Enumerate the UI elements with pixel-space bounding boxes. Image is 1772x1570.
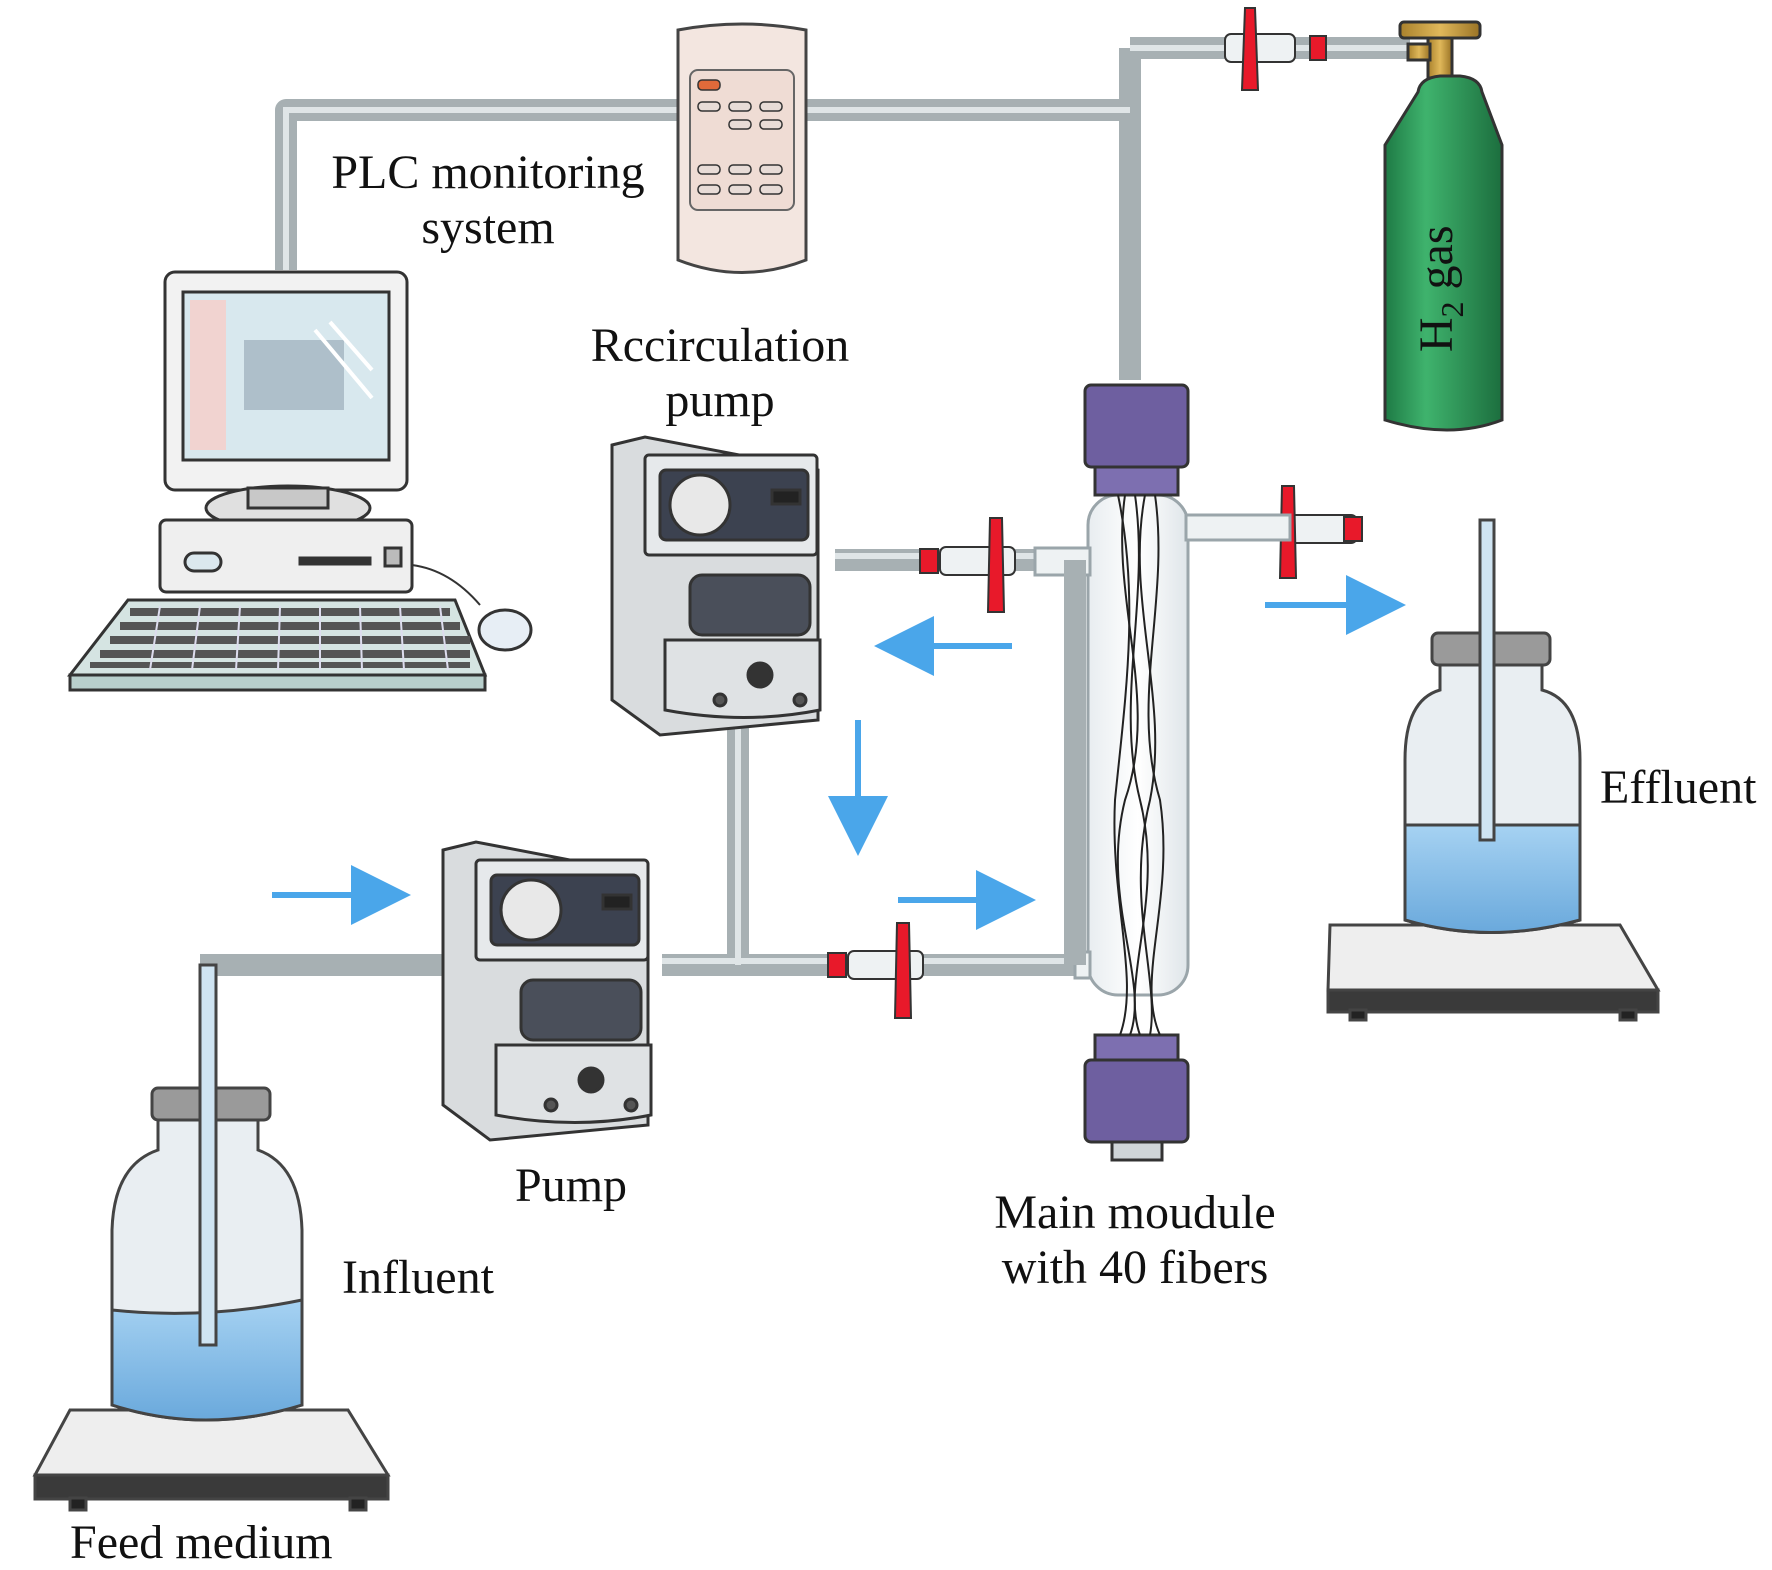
- module-label-line2: with 40 fibers: [1001, 1241, 1269, 1295]
- h2-gas-label: H2 gas: [1410, 225, 1470, 353]
- valves: [827, 7, 1363, 1019]
- recirculation-label-line2: pump: [665, 374, 775, 428]
- plc-label-line1: PLC monitoring: [331, 146, 645, 199]
- recirculation-pump-label: Rccirculation pump: [560, 318, 880, 428]
- main-module-label: Main moudule with 40 fibers: [960, 1185, 1310, 1295]
- effluent-bottle: [1326, 518, 1661, 1022]
- recirculation-pump: [610, 435, 822, 737]
- module-label-line1: Main moudule: [994, 1186, 1276, 1239]
- plc-label-line2: system: [421, 201, 555, 255]
- influent-label: Influent: [342, 1251, 494, 1304]
- keyboard-keys: [90, 608, 470, 668]
- effluent-label: Effluent: [1600, 761, 1757, 814]
- feed-medium-label: Feed medium: [70, 1516, 333, 1569]
- hydrogen-cylinder: [1383, 20, 1504, 432]
- fiber-bundle: [1113, 494, 1165, 1036]
- flow-arrows: [272, 575, 1406, 930]
- pump-label: Pump: [515, 1159, 628, 1212]
- feed-medium-bottle: [32, 963, 391, 1512]
- recirculation-label-line1: Rccirculation: [590, 319, 850, 372]
- plc-label: PLC monitoring system: [318, 145, 658, 255]
- main-module: [1033, 383, 1292, 1162]
- feed-pump: [441, 840, 653, 1142]
- plc-controller: [676, 22, 808, 274]
- computer: [66, 270, 533, 692]
